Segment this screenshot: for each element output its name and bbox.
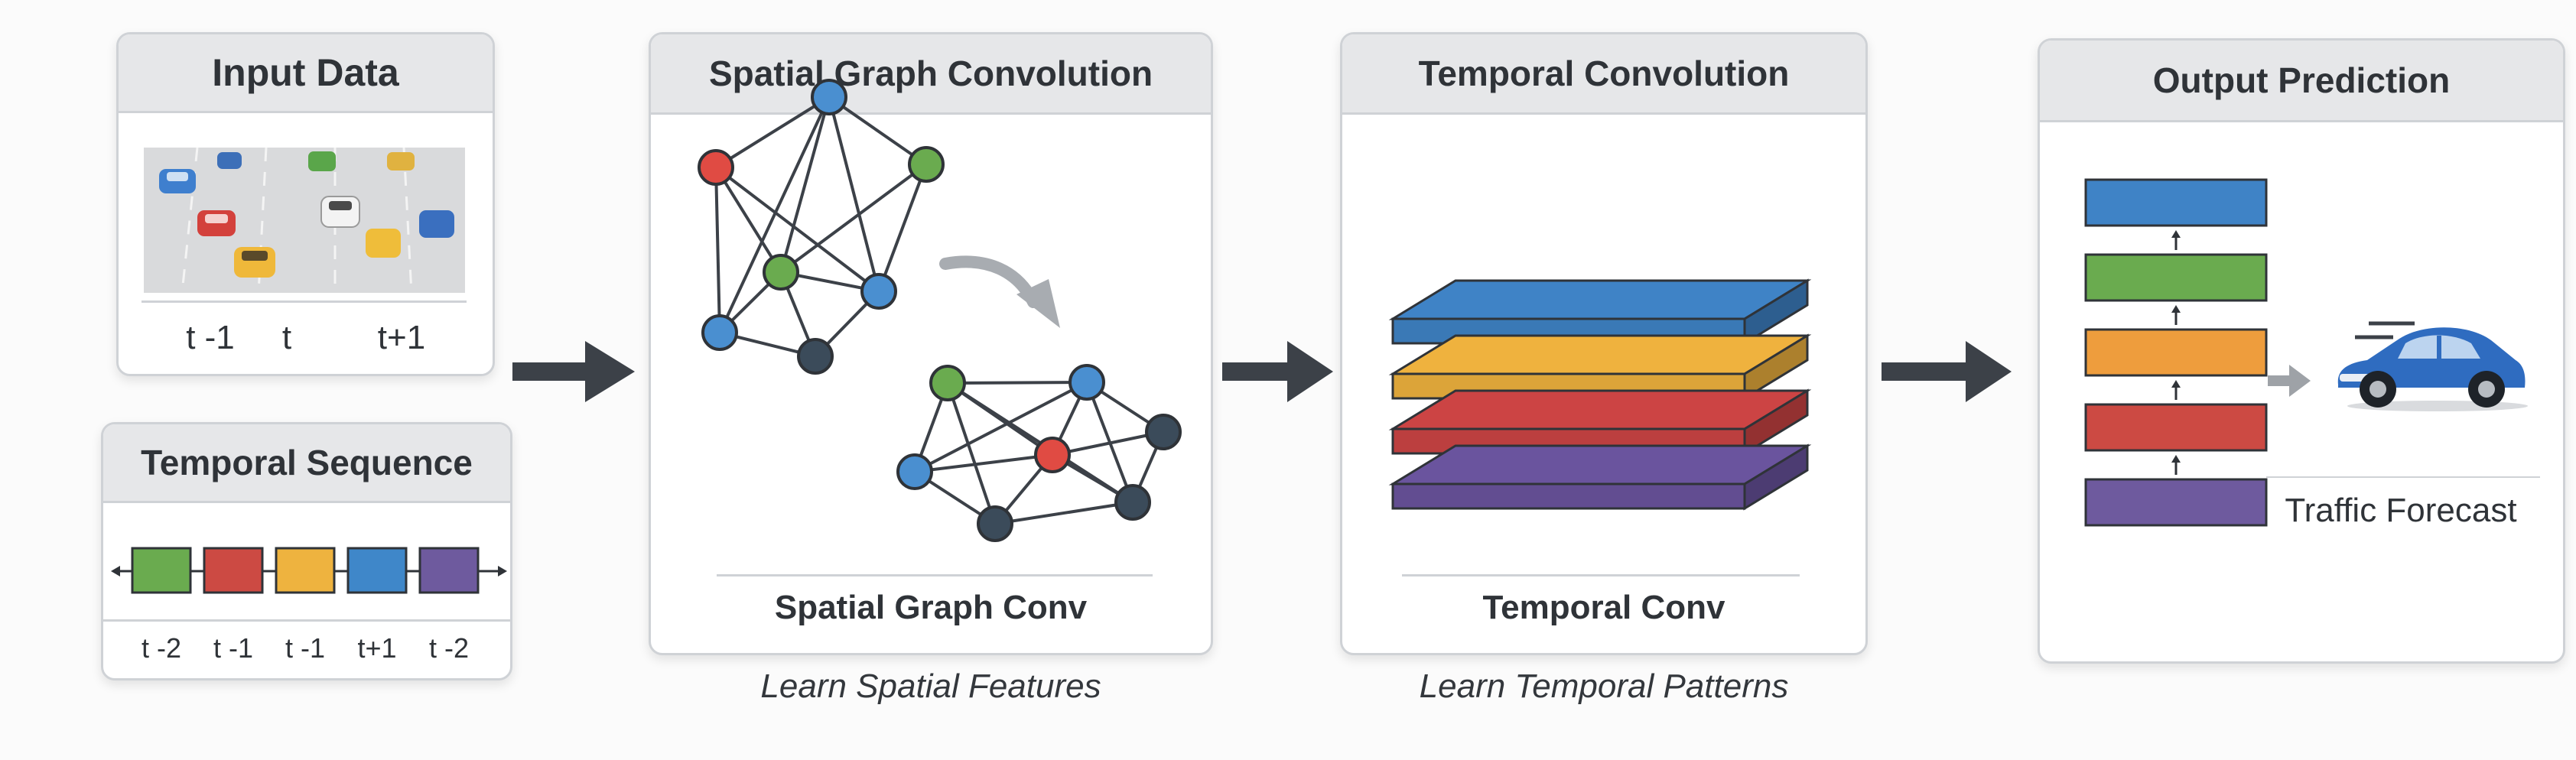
car-icon <box>2337 321 2528 411</box>
prediction-block <box>2084 478 2268 527</box>
output-prediction-panel: Output Prediction Traffic Forecast <box>2038 38 2565 664</box>
sequence-time-label: t -2 <box>141 632 181 664</box>
sequence-blocks <box>111 547 507 594</box>
graph-node <box>1145 414 1182 450</box>
graph-edge <box>877 164 928 292</box>
sequence-time-label: t -2 <box>428 632 469 664</box>
output-prediction-title: Output Prediction <box>2040 41 2563 122</box>
conv-layers <box>1388 278 1812 511</box>
conv-layer <box>1388 388 1812 456</box>
graph-node <box>860 273 897 310</box>
small-arrow-icon <box>2268 365 2311 397</box>
transform-arrow-head <box>1016 279 1060 328</box>
car-icon <box>419 210 454 238</box>
time-label: t+1 <box>377 319 426 356</box>
car-icon <box>366 229 401 258</box>
graph-node <box>1068 364 1105 401</box>
graph-edge <box>914 453 1053 473</box>
graph-node <box>763 254 799 291</box>
input-data-title: Input Data <box>119 34 493 113</box>
flow-arrow-icon <box>512 341 635 402</box>
sequence-block <box>131 547 192 594</box>
graph-node <box>929 365 966 401</box>
sequence-block <box>203 547 264 594</box>
graph-edge <box>828 96 928 166</box>
flow-arrow-icon <box>1882 341 2012 402</box>
conv-layer <box>1388 333 1812 401</box>
spatial-graph-conv-label: Spatial Graph Conv <box>774 589 1088 626</box>
input-data-panel: Input Data t -1 t t+1 <box>116 32 495 376</box>
graph-edge <box>828 96 880 292</box>
temporal-caption: Learn Temporal Patterns <box>1419 667 1789 705</box>
sequence-block <box>418 547 480 594</box>
graph-node <box>896 453 933 490</box>
car-icon <box>159 169 196 193</box>
graph-node <box>701 314 738 351</box>
temporal-sequence-panel: Temporal Sequence t -2 t -1 t -1 t+1 t -2 <box>101 422 512 680</box>
car-icon <box>217 152 242 169</box>
spatial-graph-conv-title: Spatial Graph Convolution <box>651 34 1211 115</box>
graph-edge <box>714 96 831 169</box>
prediction-stack <box>2084 178 2268 527</box>
graph-node <box>977 505 1013 542</box>
spatial-graph-conv-panel: Spatial Graph Convolution Spatial Graph … <box>649 32 1213 655</box>
graph-node <box>811 79 847 115</box>
prediction-block <box>2084 178 2268 227</box>
temporal-conv-label: Temporal Conv <box>1482 589 1725 626</box>
car-icon <box>387 152 415 171</box>
car-icon <box>320 196 360 228</box>
conv-layer <box>1388 443 1812 511</box>
sequence-time-label: t+1 <box>357 632 397 664</box>
graph-edge <box>779 96 831 273</box>
graph-edge <box>947 381 1088 385</box>
graph-edge <box>714 166 782 274</box>
graph-edge <box>994 501 1134 525</box>
graph-node <box>908 146 945 183</box>
time-label: t -1 <box>186 319 235 356</box>
graph-edge <box>718 96 831 333</box>
sequence-block <box>346 547 408 594</box>
sequence-block <box>275 547 336 594</box>
graph-node <box>1034 437 1071 473</box>
car-icon <box>197 210 236 236</box>
sequence-time-label: t -1 <box>285 632 325 664</box>
car-icon <box>308 151 336 171</box>
traffic-forecast-label: Traffic Forecast <box>2285 492 2517 529</box>
graph-edge <box>714 166 880 293</box>
flow-arrow-icon <box>1222 341 1333 402</box>
graph-node <box>1114 484 1151 521</box>
prediction-block <box>2084 328 2268 377</box>
traffic-scene-image <box>144 147 465 294</box>
graph-node <box>698 149 734 186</box>
temporal-sequence-title: Temporal Sequence <box>103 424 510 503</box>
graph-edge <box>779 163 928 274</box>
time-label: t <box>281 319 292 356</box>
temporal-conv-title: Temporal Convolution <box>1342 34 1865 115</box>
prediction-block <box>2084 253 2268 302</box>
graph-edge <box>1052 430 1164 456</box>
graph-edge <box>714 167 721 333</box>
temporal-conv-panel: Temporal Convolution Temporal Conv <box>1340 32 1868 655</box>
graph-edge <box>914 381 1088 473</box>
spatial-caption: Learn Spatial Features <box>760 667 1101 705</box>
conv-layer <box>1388 278 1812 346</box>
graph-edge <box>946 382 997 525</box>
graph-diagram <box>698 79 1182 542</box>
graph-node <box>797 338 834 375</box>
car-icon <box>234 247 275 278</box>
sequence-time-label: t -1 <box>213 632 253 664</box>
prediction-block <box>2084 403 2268 452</box>
